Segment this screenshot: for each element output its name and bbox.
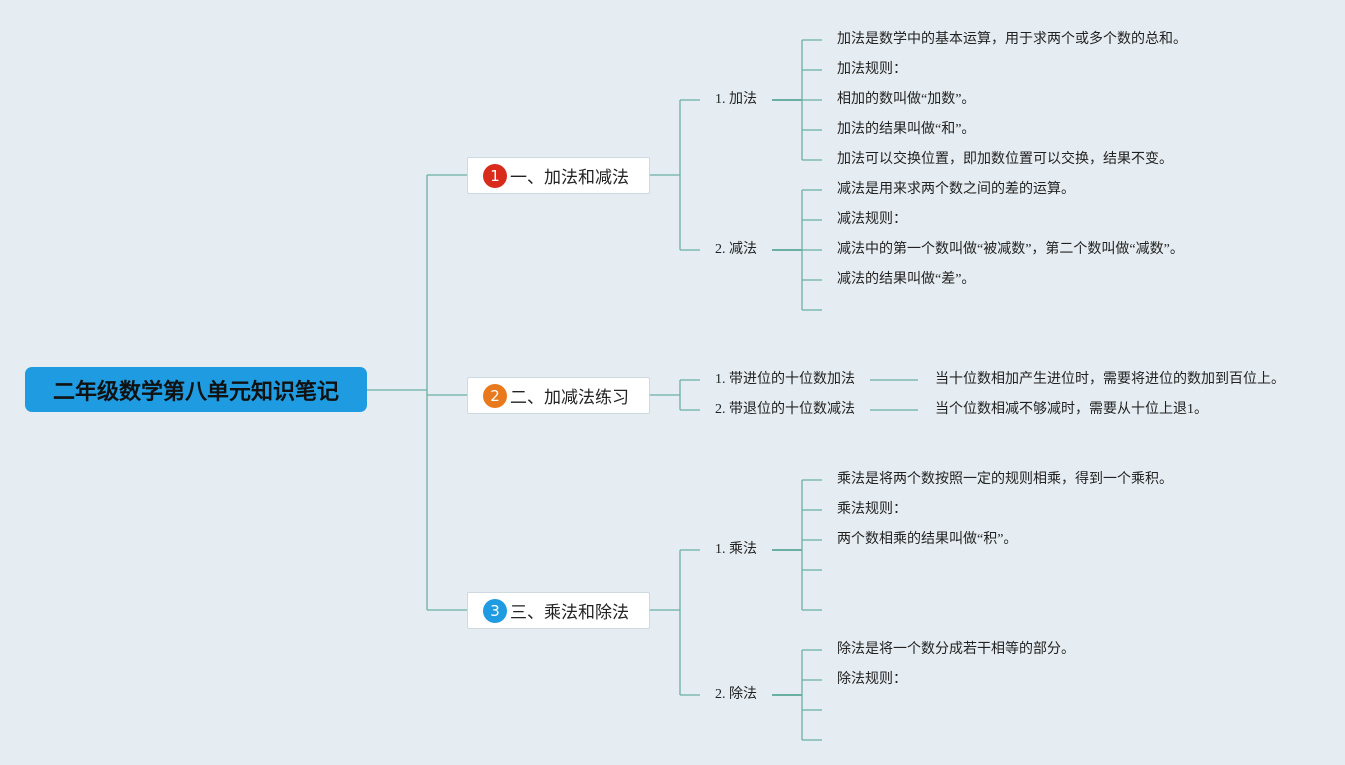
leaf-note[interactable]: 乘法规则： xyxy=(837,502,907,517)
leaf-note[interactable]: 乘法是将两个数按照一定的规则相乘，得到一个乘积。 xyxy=(837,472,1173,487)
leaf-note[interactable]: 减法规则： xyxy=(837,212,907,227)
leaf-note[interactable]: 加法是数学中的基本运算，用于求两个或多个数的总和。 xyxy=(837,32,1187,47)
number-badge: 1 xyxy=(483,163,507,188)
leaf-note[interactable]: 加法的结果叫做“和”。 xyxy=(837,122,976,137)
subtopic-addition[interactable]: 1. 加法 xyxy=(715,92,757,107)
leaf-note[interactable]: 减法中的第一个数叫做“被减数”，第二个数叫做“减数”。 xyxy=(837,242,1184,257)
branch-node-multiplication-division[interactable]: 3 三、乘法和除法 xyxy=(467,592,650,629)
root-title: 二年级数学第八单元知识笔记 xyxy=(52,379,339,405)
leaf-note[interactable]: 当十位数相加产生进位时，需要将进位的数加到百位上。 xyxy=(935,372,1285,387)
number-badge: 3 xyxy=(483,598,507,623)
number-badge: 2 xyxy=(483,383,507,408)
leaf-note[interactable]: 减法是用来求两个数之间的差的运算。 xyxy=(837,182,1075,197)
branch-label: 三、乘法和除法 xyxy=(510,603,629,623)
root-node[interactable]: 二年级数学第八单元知识笔记 xyxy=(25,367,367,412)
leaf-note[interactable]: 加法可以交换位置，即加数位置可以交换，结果不变。 xyxy=(837,152,1173,167)
leaf-note[interactable]: 两个数相乘的结果叫做“积”。 xyxy=(837,532,1018,547)
branch-label: 一、加法和减法 xyxy=(510,168,629,188)
leaf-note[interactable]: 除法规则： xyxy=(837,672,907,687)
leaf-note[interactable]: 减法的结果叫做“差”。 xyxy=(837,272,976,287)
subtopic-division[interactable]: 2. 除法 xyxy=(715,687,757,702)
leaf-note[interactable]: 除法是将一个数分成若干相等的部分。 xyxy=(837,642,1075,657)
subtopic-subtraction[interactable]: 2. 减法 xyxy=(715,242,757,257)
branch-label: 二、加减法练习 xyxy=(510,388,629,408)
subtopic-multiplication[interactable]: 1. 乘法 xyxy=(715,542,757,557)
subtopic-carry-addition[interactable]: 1. 带进位的十位数加法 xyxy=(715,372,855,387)
branch-node-addition-subtraction-practice[interactable]: 2 二、加减法练习 xyxy=(467,377,650,414)
leaf-note[interactable]: 相加的数叫做“加数”。 xyxy=(837,92,976,107)
leaf-note[interactable]: 加法规则： xyxy=(837,62,907,77)
subtopic-borrow-subtraction[interactable]: 2. 带退位的十位数减法 xyxy=(715,402,855,417)
leaf-note[interactable]: 当个位数相减不够减时，需要从十位上退1。 xyxy=(935,402,1208,417)
branch-node-addition-subtraction[interactable]: 1 一、加法和减法 xyxy=(467,157,650,194)
